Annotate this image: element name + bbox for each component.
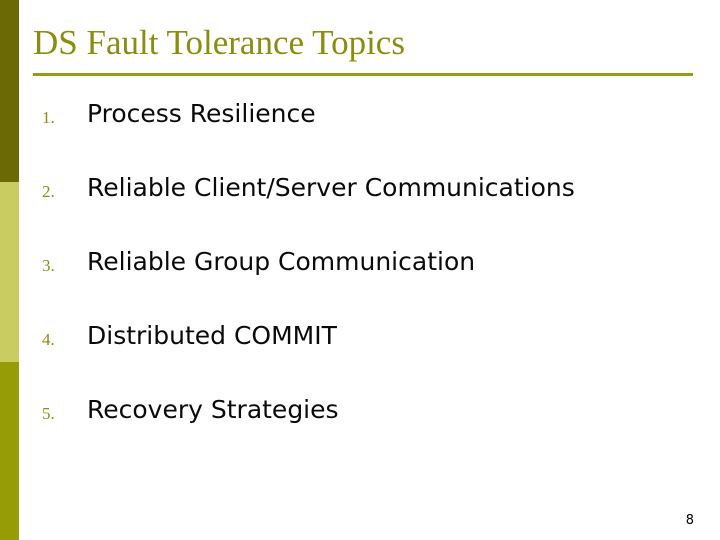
sidebar-segment-top xyxy=(0,0,19,182)
list-item-number: 2. xyxy=(42,182,55,201)
list-item-label: Distributed COMMIT xyxy=(87,321,337,350)
numbered-list: 1. Process Resilience 2. Reliable Client… xyxy=(33,98,693,468)
list-item-label: Process Resilience xyxy=(87,99,316,128)
list-item: 4. Distributed COMMIT xyxy=(33,320,693,394)
list-item: 5. Recovery Strategies xyxy=(33,394,693,468)
title-underline-rule xyxy=(33,73,693,76)
list-item: 1. Process Resilience xyxy=(33,98,693,172)
list-item-number: 3. xyxy=(42,256,55,275)
sidebar-segment-bottom xyxy=(0,362,19,540)
slide-title: DS Fault Tolerance Topics xyxy=(33,23,405,62)
page-number: 8 xyxy=(685,513,694,528)
list-item-number: 1. xyxy=(42,108,55,127)
list-item: 3. Reliable Group Communication xyxy=(33,246,693,320)
list-item-label: Reliable Group Communication xyxy=(87,247,476,276)
list-item-label: Reliable Client/Server Communications xyxy=(87,173,575,202)
list-item-label: Recovery Strategies xyxy=(87,395,339,424)
sidebar-segment-middle xyxy=(0,182,19,362)
list-item-number: 5. xyxy=(42,404,55,423)
sidebar-decoration xyxy=(0,0,19,540)
list-item: 2. Reliable Client/Server Communications xyxy=(33,172,693,246)
list-item-number: 4. xyxy=(42,330,55,349)
